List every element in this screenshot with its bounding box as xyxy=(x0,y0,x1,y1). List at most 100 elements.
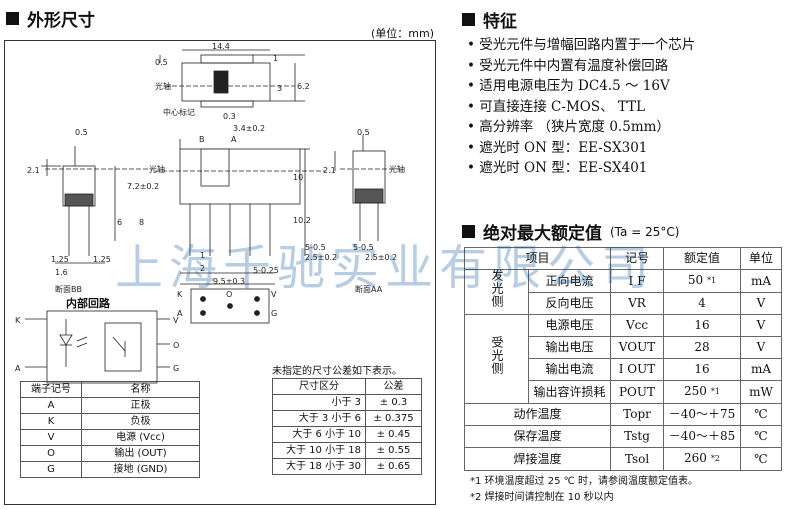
rating-note-2: *2 焊接时间请控制在 10 秒以内 xyxy=(470,492,614,503)
ratings-condition: (Ta = 25°C) xyxy=(610,224,680,239)
svg-text:2.1: 2.1 xyxy=(27,166,40,175)
svg-text:G: G xyxy=(173,364,179,373)
svg-text:5-0.5: 5-0.5 xyxy=(353,243,374,252)
svg-text:K: K xyxy=(177,290,183,299)
table-row: 输出电压 VOUT 28 V xyxy=(465,336,782,359)
svg-text:0.3: 0.3 xyxy=(223,112,236,121)
svg-text:断面AA: 断面AA xyxy=(355,284,383,294)
list-item: • 受光元件与增幅回路内置于一个芯片 xyxy=(467,37,696,53)
svg-text:14.4: 14.4 xyxy=(212,42,230,51)
outline-title: 外形尺寸 xyxy=(6,6,95,31)
table-row: 大于 6 小于 10± 0.45 xyxy=(272,426,422,443)
svg-text:6.2: 6.2 xyxy=(297,82,310,91)
svg-text:V: V xyxy=(173,316,179,325)
svg-text:O: O xyxy=(226,290,232,299)
square-bullet-icon xyxy=(6,12,19,25)
svg-text:A: A xyxy=(177,309,183,318)
svg-text:10.2: 10.2 xyxy=(293,216,311,225)
svg-text:0.5: 0.5 xyxy=(155,58,168,67)
svg-text:1: 1 xyxy=(200,251,205,260)
tolerance-header-range: 尺寸区分 xyxy=(272,378,366,395)
features-list: • 受光元件与增幅回路内置于一个芯片 • 受光元件中内置有温度补偿回路 • 适用… xyxy=(467,35,695,179)
svg-text:1.6: 1.6 xyxy=(55,268,68,277)
list-item: • 受光元件中内置有温度补偿回路 xyxy=(467,57,669,74)
bottom-view-body xyxy=(190,288,270,324)
tolerance-header-value: 公差 xyxy=(365,378,422,395)
watermark: 上海千驰实业有限公司 xyxy=(115,240,656,296)
svg-text:5-0.5: 5-0.5 xyxy=(305,243,326,252)
table-row: 动作温度 Topr －40～＋75 ℃ xyxy=(464,403,782,426)
ratings-header-unit: 单位 xyxy=(740,247,782,270)
table-row: 焊接温度 Tsol 260*2 ℃ xyxy=(464,447,782,471)
rating-note-1: *1 环境温度超过 25 ℃ 时，请参阅温度额定值表。 xyxy=(470,476,699,487)
table-row: 保存温度 Tstg －40～＋85 ℃ xyxy=(464,425,782,448)
features-title: 特征 xyxy=(462,7,517,32)
table-row: 小于 3± 0.3 xyxy=(272,394,422,411)
svg-text:1.25: 1.25 xyxy=(93,255,111,264)
svg-text:2.5±0.2: 2.5±0.2 xyxy=(365,253,397,262)
group-receiver-label: 受光侧 xyxy=(490,336,504,375)
ratings-title: 绝对最大额定值 (Ta = 25°C) xyxy=(462,219,679,244)
svg-text:2.5±0.2: 2.5±0.2 xyxy=(305,253,337,262)
svg-text:G: G xyxy=(271,309,277,318)
dimension-drawing: 0.5 14.4 1 3 6.2 光轴 中心标记 0.3 3.4±0.2 B A… xyxy=(15,42,405,384)
svg-text:光轴: 光轴 xyxy=(155,81,171,91)
svg-text:A: A xyxy=(15,364,21,373)
svg-text:10: 10 xyxy=(293,173,303,182)
svg-text:1: 1 xyxy=(273,54,278,63)
unit-label: (单位：mm) xyxy=(371,27,435,40)
table-row: 受光侧 电源电压 Vcc 16 V xyxy=(464,314,782,404)
list-item: • 高分辨率 （狭片宽度 0.5mm） xyxy=(467,119,670,135)
pin-table-header-name: 名称 xyxy=(81,381,200,398)
svg-text:断面BB: 断面BB xyxy=(55,284,82,294)
circuit-box xyxy=(46,310,158,384)
svg-text:B: B xyxy=(199,135,205,144)
list-item: • 适用电源电压为 DC4.5 ～ 16V xyxy=(467,78,670,94)
front-view-body xyxy=(179,148,301,205)
tolerance-caption: 未指定的尺寸公差如下表示。 xyxy=(272,366,402,377)
table-row: 反向电压 VR 4 V xyxy=(465,292,782,315)
svg-text:8: 8 xyxy=(139,218,144,227)
ratings-header-value: 额定值 xyxy=(663,247,741,270)
svg-text:9.5±0.3: 9.5±0.3 xyxy=(213,277,245,286)
drawing-frame xyxy=(4,40,436,505)
svg-text:6: 6 xyxy=(117,218,122,227)
svg-text:V: V xyxy=(271,290,277,299)
square-bullet-icon xyxy=(462,225,475,238)
list-item: • 遮光时 ON 型：EE-SX301 xyxy=(467,139,648,156)
svg-text:3.4±0.2: 3.4±0.2 xyxy=(233,124,265,133)
svg-text:光轴: 光轴 xyxy=(389,164,405,174)
tolerance-table: 尺寸区分 公差 小于 3± 0.3 大于 3 小于 6± 0.375 大于 6 … xyxy=(272,378,422,475)
svg-text:5-0.25: 5-0.25 xyxy=(253,266,279,275)
circuit-title: 内部回路 xyxy=(66,297,110,310)
svg-text:3: 3 xyxy=(277,84,282,93)
group-emitter-label: 发光侧 xyxy=(490,269,504,308)
table-row: 发光侧 正向电流 I F 50*1 mA xyxy=(464,269,782,315)
ratings-table: 项目 记号 额定值 单位 发光侧 正向电流 I F 50*1 mA 反向电压 V… xyxy=(464,247,782,471)
svg-text:2.1: 2.1 xyxy=(323,166,336,175)
svg-text:7.2±0.2: 7.2±0.2 xyxy=(127,182,159,191)
svg-text:0.5: 0.5 xyxy=(75,128,88,137)
svg-text:A: A xyxy=(231,135,237,144)
svg-text:O: O xyxy=(173,341,179,350)
list-item: • 遮光时 ON 型：EE-SX401 xyxy=(467,160,648,176)
list-item: • 可直接连接 C-MOS、 TTL xyxy=(467,98,646,115)
svg-text:中心标记: 中心标记 xyxy=(163,107,195,117)
svg-text:0.5: 0.5 xyxy=(357,128,370,137)
table-row: 输出电流 I OUT 16 mA xyxy=(465,358,782,381)
table-row: 大于 3 小于 6± 0.375 xyxy=(272,410,422,427)
pin-table-header-symbol: 端子记号 xyxy=(20,381,82,398)
svg-text:1.25: 1.25 xyxy=(51,255,69,264)
square-bullet-icon xyxy=(462,13,475,26)
svg-text:K: K xyxy=(15,316,21,325)
svg-text:2: 2 xyxy=(200,264,205,273)
table-row: 输出容许损耗 POUT 250*1 mW xyxy=(465,380,782,404)
table-row: 大于 10 小于 18± 0.55 xyxy=(272,442,422,459)
table-row: 大于 18 小于 30± 0.65 xyxy=(272,458,422,475)
